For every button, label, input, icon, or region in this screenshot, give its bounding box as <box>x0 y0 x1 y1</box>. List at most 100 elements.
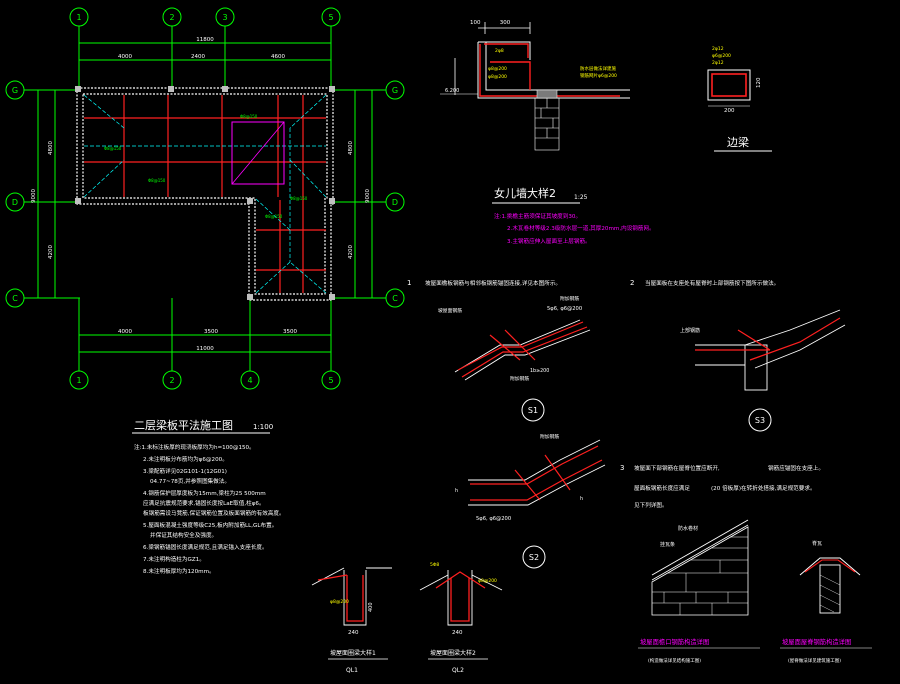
svg-text:防水层做法详建施: 防水层做法详建施 <box>580 65 616 72</box>
svg-text:φ8@200: φ8@200 <box>488 74 507 80</box>
svg-text:2φ12: 2φ12 <box>712 46 724 52</box>
svg-text:1b≥200: 1b≥200 <box>530 368 549 374</box>
s2-line1b: 钢筋应锚固在支座上。 <box>768 464 824 472</box>
dim-bottom-total: 11000 <box>196 346 214 352</box>
section-s1: 1 坡屋面檐板钢筋与相邻板钢筋锚固连接,详见本图所示。 坡屋面钢筋 附加钢筋 附… <box>407 279 591 422</box>
parapet-detail: 300 100 φ8@200 φ8@200 2φ8 防水层做法详建施 钢筋网片φ… <box>440 20 655 245</box>
axis-top-3: 3 <box>222 13 227 22</box>
axis-right-c: C <box>392 294 398 303</box>
svg-text:φ8@200: φ8@200 <box>488 66 507 72</box>
eave-title: 坡屋面檐口钢筋构造详图 <box>640 637 709 646</box>
axis-bottom-1: 1 <box>76 376 81 385</box>
axis-left-d: D <box>12 198 18 207</box>
svg-text:坡屋面钢筋: 坡屋面钢筋 <box>438 307 462 314</box>
plan-note-3: 3.梁配筋详见02G101-1(12G01) <box>143 467 227 475</box>
svg-text:φ6@200: φ6@200 <box>712 53 731 59</box>
s1-text: 坡屋面檐板钢筋与相邻板钢筋锚固连接,详见本图所示。 <box>425 279 561 287</box>
dim-left-2: 4200 <box>48 245 54 259</box>
axis-bottom-4: 4 <box>247 376 252 385</box>
ql1-note: φ8@200 <box>330 599 349 605</box>
parapet-level: 6.200 <box>445 88 459 94</box>
plan-scale: 1:100 <box>253 423 273 431</box>
dim-left-1: 4800 <box>48 141 54 155</box>
ql1-detail: φ8@200 400 240 坡屋面圈梁大样1 QL1 <box>311 567 392 674</box>
parapet-title: 女儿墙大样2 <box>494 186 556 200</box>
s1-num: 1 <box>407 279 411 287</box>
dim-left-total: 9000 <box>31 189 37 203</box>
dim-bottom-2: 3500 <box>204 329 218 335</box>
s2-line1: 坡屋面下部钢筋在屋脊位置应断开, <box>634 464 720 472</box>
svg-text:Φ8@150: Φ8@150 <box>148 178 166 183</box>
plan-note-10: 6.梁钢筋锚固长度满足规范,且满足锚入支座长度。 <box>143 543 268 551</box>
ql2-note: φ8@200 <box>478 578 497 584</box>
plan-note-8: 5.屋面板混凝土强度等级C25,板内附加筋LL,GL布置。 <box>143 521 277 529</box>
svg-text:Φ8@150: Φ8@150 <box>290 196 308 201</box>
section-s3: 2 当屋面板在支座处有屋脊时上部钢筋按下图所示做法。 上部钢筋 S3 <box>630 279 846 432</box>
ridge-label-top: 脊瓦 <box>812 540 822 547</box>
s2-line2b: (20 倍板厚)在转折处搭接,满足规范要求。 <box>711 484 816 492</box>
parapet-note-1: 注:1.挑檐主筋须保证其坡度到30。 <box>494 212 581 220</box>
s2-line3: 见下列详图。 <box>634 501 668 509</box>
dim-top-1: 4000 <box>118 54 132 60</box>
eave-footer: (构造做法详见结构施工图) <box>648 657 701 664</box>
s2-rebar: 5φ6, φ6@200 <box>476 516 511 522</box>
dim-top-3: 4600 <box>271 54 285 60</box>
floor-plan: 1 2 3 5 1 2 4 5 G D C G D C 11800 4000 2… <box>5 7 405 390</box>
plan-note-9: 并保证其结构安全及强度。 <box>150 531 217 539</box>
s3-num: 2 <box>630 279 634 287</box>
edge-beam-dim-h: 120 <box>756 77 762 88</box>
dim-right-1: 4800 <box>348 141 354 155</box>
svg-text:h: h <box>580 496 583 502</box>
plan-note-7: 板钢筋需设马凳筋,保证钢筋位置及板面钢筋的有效高度。 <box>143 509 285 517</box>
s2-num: 3 <box>620 464 624 472</box>
edge-beam-title: 边梁 <box>727 135 749 149</box>
s1-rebar: 5φ6, φ6@200 <box>547 306 582 312</box>
svg-text:钢筋网片φ6@200: 钢筋网片φ6@200 <box>580 72 617 79</box>
svg-text:附加钢筋: 附加钢筋 <box>510 375 529 382</box>
axis-bottom-5: 5 <box>328 376 333 385</box>
dim-right-total: 9000 <box>365 189 371 203</box>
plan-note-6: 应满足抗震规范要求,锚固长度按LaE取值,柱φ6。 <box>143 499 265 507</box>
svg-text:2φ12: 2φ12 <box>712 60 724 66</box>
ql1-h: 400 <box>368 602 374 612</box>
parapet-scale: 1:25 <box>574 194 588 201</box>
plan-stair-box <box>231 121 285 185</box>
parapet-note-3: 3.主钢筋应伸入屋面至上层钢筋。 <box>507 237 591 245</box>
axis-top-5: 5 <box>328 13 333 22</box>
parapet-note-2: 2.木瓦卷材等级2.3级防水层一道,其厚20mm,内设钢筋网。 <box>507 224 655 232</box>
plan-note-4: 04.77~78页,并参照图集做法。 <box>150 477 230 485</box>
plan-note-5: 4.钢筋保护层厚度板为15mm,梁柱为25 500mm <box>143 489 266 497</box>
svg-text:Φ8@150: Φ8@150 <box>240 114 258 119</box>
svg-text:附加钢筋: 附加钢筋 <box>560 295 579 302</box>
plan-title-block: 二层梁板平法施工图 1:100 注:1.未标注板厚的现浇板厚均为h=100@15… <box>132 418 285 575</box>
s1-bubble <box>521 398 545 422</box>
eave-label-mid: 挂瓦条 <box>660 541 675 548</box>
ridge-footer: (屋脊做法详见建筑施工图) <box>788 657 841 664</box>
axis-bottom-2: 2 <box>169 376 174 385</box>
s3-sub: 上部钢筋 <box>680 327 700 334</box>
s3-bubble <box>748 408 772 432</box>
axis-top-2: 2 <box>169 13 174 22</box>
section-s2: 附加钢筋 h h 5φ6, φ6@200 S2 3 坡屋面下部钢筋在屋脊位置应断… <box>455 433 824 569</box>
axis-right-g: G <box>392 86 398 95</box>
plan-title: 二层梁板平法施工图 <box>134 418 233 432</box>
svg-text:2φ8: 2φ8 <box>495 48 504 54</box>
svg-text:5Φ8: 5Φ8 <box>430 562 439 568</box>
s1-label: S1 <box>528 406 538 415</box>
parapet-dim-small: 100 <box>470 20 481 26</box>
ql2-dim: 240 <box>452 630 463 636</box>
s2-bubble <box>522 545 546 569</box>
s3-label: S3 <box>755 416 765 425</box>
ql1-title: 坡屋面圈梁大样1 <box>330 649 376 657</box>
s2-line2: 屋面板钢筋长度应满足 <box>634 484 690 492</box>
plan-note-2: 2.未注明板分布筋均为φ6@200。 <box>143 455 228 463</box>
s2-label: S2 <box>529 553 539 562</box>
dim-bottom-1: 4000 <box>118 329 132 335</box>
ql2-sub: QL2 <box>452 667 464 674</box>
axis-left-g: G <box>12 86 18 95</box>
svg-text:Φ8@150: Φ8@150 <box>265 214 283 219</box>
ridge-detail: 脊瓦 坡屋面屋脊钢筋构造详图 (屋脊做法详见建筑施工图) <box>780 540 872 664</box>
plan-note-12: 8.未注明板厚均为120mm。 <box>143 567 215 575</box>
dim-top-total: 11800 <box>196 37 214 43</box>
